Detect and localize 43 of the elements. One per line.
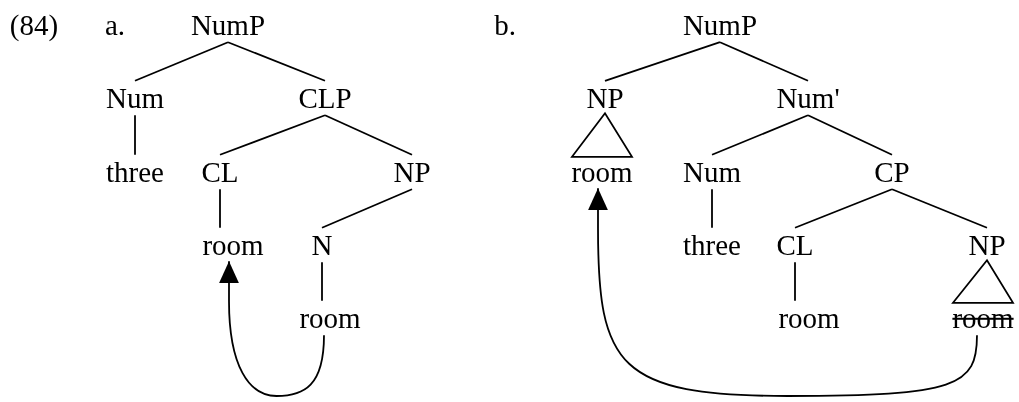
branch-line xyxy=(321,188,413,229)
sub-example-label: b. xyxy=(494,9,516,41)
node-label: CLP xyxy=(298,82,352,114)
node-label: N xyxy=(311,229,333,261)
node-label: room xyxy=(952,302,1014,334)
branch-line xyxy=(219,188,221,229)
node-label: Num xyxy=(106,82,164,114)
branch-line xyxy=(891,188,988,229)
branch-line xyxy=(807,114,893,156)
branch-line xyxy=(711,114,809,156)
branch-line xyxy=(794,188,893,229)
node-label: room xyxy=(299,302,361,334)
branch-line xyxy=(604,41,721,82)
branch-line xyxy=(219,114,326,156)
node-label: room xyxy=(202,229,264,261)
node-label: CL xyxy=(776,229,814,261)
movement-arrow xyxy=(219,260,325,397)
node-label: CL xyxy=(201,156,239,188)
branch-line xyxy=(134,114,136,156)
branch-line xyxy=(794,261,796,302)
node-label: three xyxy=(683,229,741,261)
branch-line xyxy=(134,41,229,82)
node-label: NP xyxy=(393,156,431,188)
node-label: Num' xyxy=(776,82,840,114)
branch-line xyxy=(227,41,326,82)
node-label: NumP xyxy=(190,9,266,41)
branch-line xyxy=(321,261,323,302)
node-label: CP xyxy=(874,156,910,188)
triangle-branch xyxy=(951,258,1015,304)
node-label: NumP xyxy=(682,9,758,41)
node-label: room xyxy=(571,156,633,188)
node-label: room xyxy=(778,302,840,334)
example-number: (84) xyxy=(9,9,59,41)
sub-example-label: a. xyxy=(104,9,126,41)
branch-line xyxy=(324,114,413,156)
node-label: Num xyxy=(683,156,741,188)
triangle-branch xyxy=(570,111,634,158)
branch-line xyxy=(711,188,713,229)
branch-line xyxy=(719,41,809,82)
node-label: three xyxy=(106,156,164,188)
node-label: NP xyxy=(968,229,1006,261)
node-label: NP xyxy=(586,82,624,114)
movement-arrow xyxy=(588,187,978,397)
